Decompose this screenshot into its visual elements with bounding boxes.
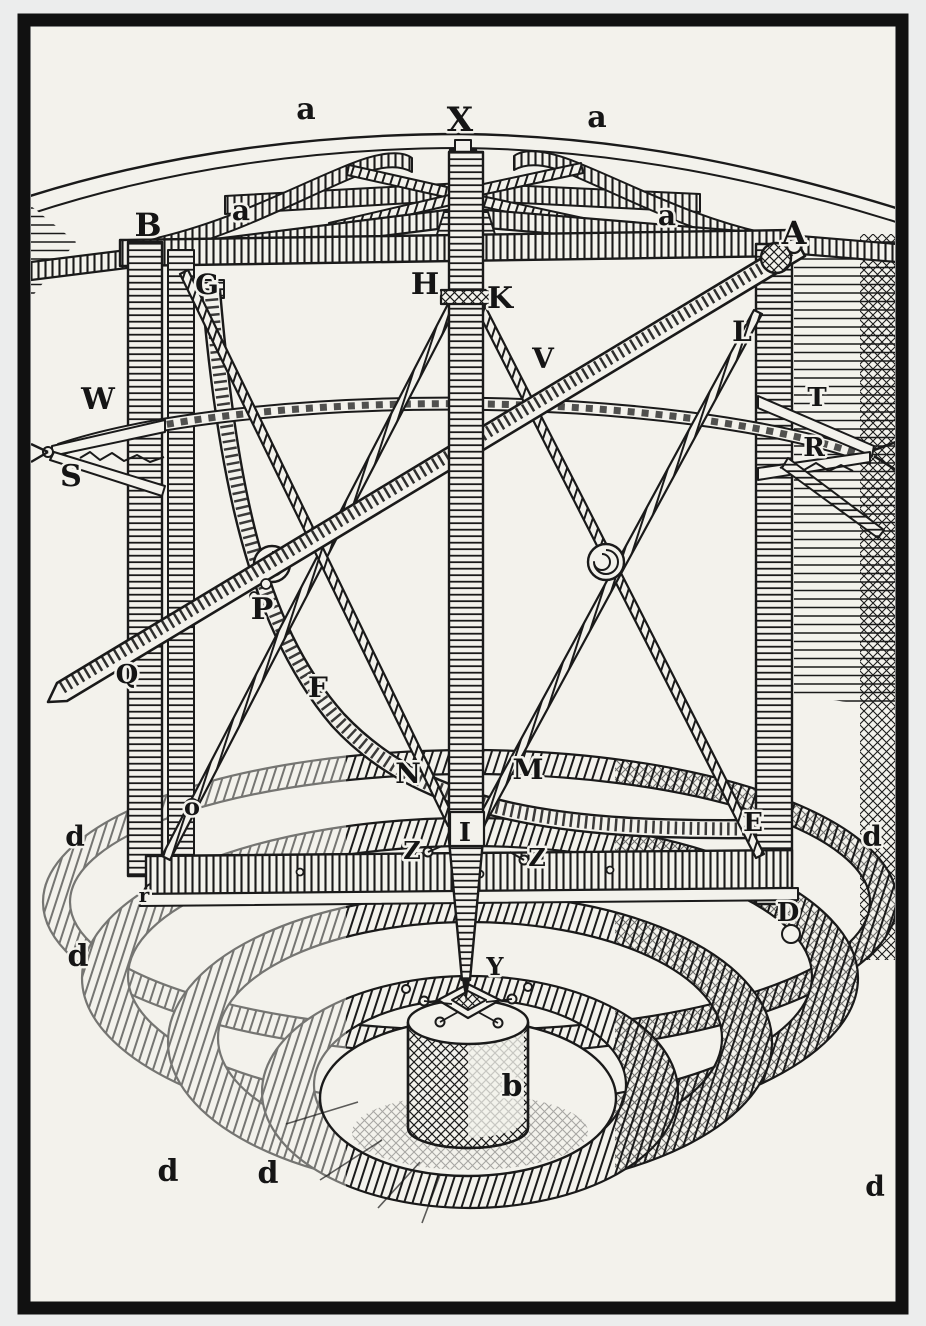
polar-axis-pivot: [785, 237, 803, 255]
label-K-column: K: [487, 281, 514, 316]
label-Q-axis-tip: Q: [116, 660, 139, 690]
mount-socket: [451, 990, 487, 1011]
label-P-axis: P: [251, 592, 274, 627]
label-a-canopy-right: a: [587, 100, 606, 135]
polar-axis: [46, 236, 807, 704]
label-Y-pedestal: Y: [485, 952, 504, 981]
bracket-west: [31, 419, 166, 497]
label-L-right: L: [732, 315, 752, 348]
corner-hook: [142, 883, 151, 899]
arc-band: [200, 288, 756, 840]
label-I-column-foot: I: [459, 818, 471, 848]
canopy-arm-left: [147, 152, 413, 257]
polar-axis-bearing: [759, 241, 793, 275]
label-M-arc: M: [513, 753, 544, 786]
wall-shadow-strip: [860, 234, 895, 960]
plate-border: [17, 13, 909, 1315]
label-d-ring-right-2: d: [865, 1170, 885, 1203]
pedestal: [352, 982, 588, 1170]
frame-left-inner-member: [167, 249, 195, 873]
declination-arc: [195, 279, 756, 840]
label-V-equator: V: [531, 342, 555, 375]
label-H-column: H: [411, 267, 439, 302]
canopy-hub-knob: [454, 139, 472, 153]
cross-braces: [160, 268, 766, 862]
equator-ring-edge: [57, 396, 871, 465]
label-r-corner: r: [139, 883, 150, 907]
label-Z-peg-right: Z: [528, 843, 546, 872]
label-a-beam-right: a: [658, 199, 676, 232]
label-d-ring-bottom-1: d: [158, 1154, 179, 1189]
label-a-canopy-left: a: [296, 92, 315, 127]
label-G-arc-top: G: [195, 268, 219, 301]
label-B-corner: B: [134, 206, 161, 244]
label-X-apex: X: [447, 100, 474, 140]
label-a-beam-left: a: [232, 194, 250, 227]
ring-shadow-hatching: [615, 759, 895, 1176]
label-d-ring-right-1: d: [862, 820, 882, 853]
label-d-ring-left-2: d: [68, 939, 89, 974]
label-o-left: o: [184, 792, 200, 821]
label-N-arc: N: [395, 757, 421, 790]
column-collar: [439, 288, 493, 306]
pedestal-highlight: [468, 1032, 525, 1138]
label-A-corner: A: [781, 214, 808, 252]
label-R-bracket: R: [803, 433, 825, 463]
label-D-plumb: D: [777, 898, 800, 928]
label-Z-peg-left: Z: [403, 836, 421, 865]
canopy-arm-right: [513, 150, 779, 253]
bracket-east: [757, 395, 895, 539]
label-E-arc-end: E: [743, 808, 763, 838]
small-fittings: [142, 798, 801, 944]
label-S-bracket: S: [60, 459, 82, 494]
column-shaft: [447, 150, 485, 842]
frame-right-member: [754, 242, 794, 906]
axis-clamp-knobs: [249, 578, 272, 601]
label-b-pedestal: b: [502, 1069, 523, 1104]
frame-left-member: [126, 240, 164, 878]
label-T-bracket: T: [807, 383, 827, 413]
label-d-ring-left-1: d: [65, 820, 85, 853]
column-foot-block: [448, 810, 486, 848]
o-ring: [184, 798, 200, 814]
polar-axis-graduations: [58, 241, 800, 694]
label-W-bracket: W: [80, 382, 116, 417]
central-column: [439, 150, 493, 1002]
column-tip: [462, 980, 470, 1002]
label-d-ring-bottom-2: d: [258, 1156, 279, 1191]
plumb-bob: [781, 924, 801, 944]
label-F-arc: F: [308, 671, 328, 704]
